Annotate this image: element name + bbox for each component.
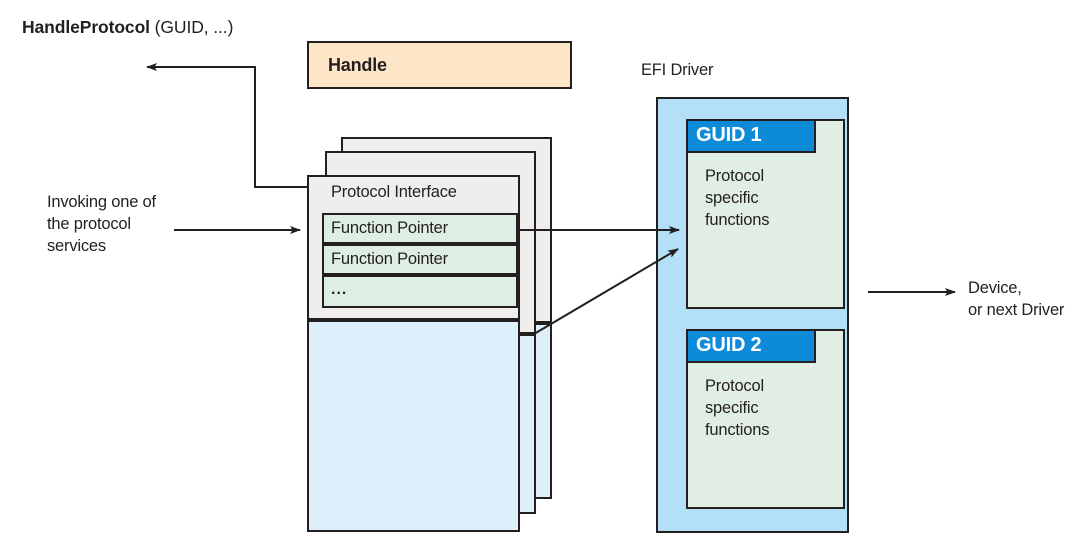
guid-header-label: GUID 1 xyxy=(696,124,762,146)
device-or-next-driver-caption: Device,or next Driver xyxy=(968,279,1065,319)
handle-box: Handle xyxy=(307,41,572,89)
function-pointer-label: ... xyxy=(331,281,348,298)
guid-header: GUID 2 xyxy=(688,331,816,363)
protocol-interface-card-1-body xyxy=(307,320,520,532)
function-pointer-row: Function Pointer xyxy=(322,244,518,275)
function-pointer-ellipsis-row: ... xyxy=(322,275,518,308)
page-title-bold: HandleProtocol xyxy=(22,17,150,37)
function-pointer-label: Function Pointer xyxy=(331,250,448,268)
page-title-rest: (GUID, ...) xyxy=(149,17,234,37)
efi-driver-label: EFI Driver xyxy=(641,61,714,79)
page-title: HandleProtocol (GUID, ...) xyxy=(22,17,233,38)
handle-label: Handle xyxy=(328,55,387,75)
protocol-interface-title: Protocol Interface xyxy=(331,183,457,201)
guid-header-label: GUID 2 xyxy=(696,334,762,356)
function-pointer-row: Function Pointer xyxy=(322,213,518,244)
guid-header: GUID 1 xyxy=(688,121,816,153)
function-pointer-label: Function Pointer xyxy=(331,219,448,237)
handle-protocol-return-arrow xyxy=(146,63,307,188)
